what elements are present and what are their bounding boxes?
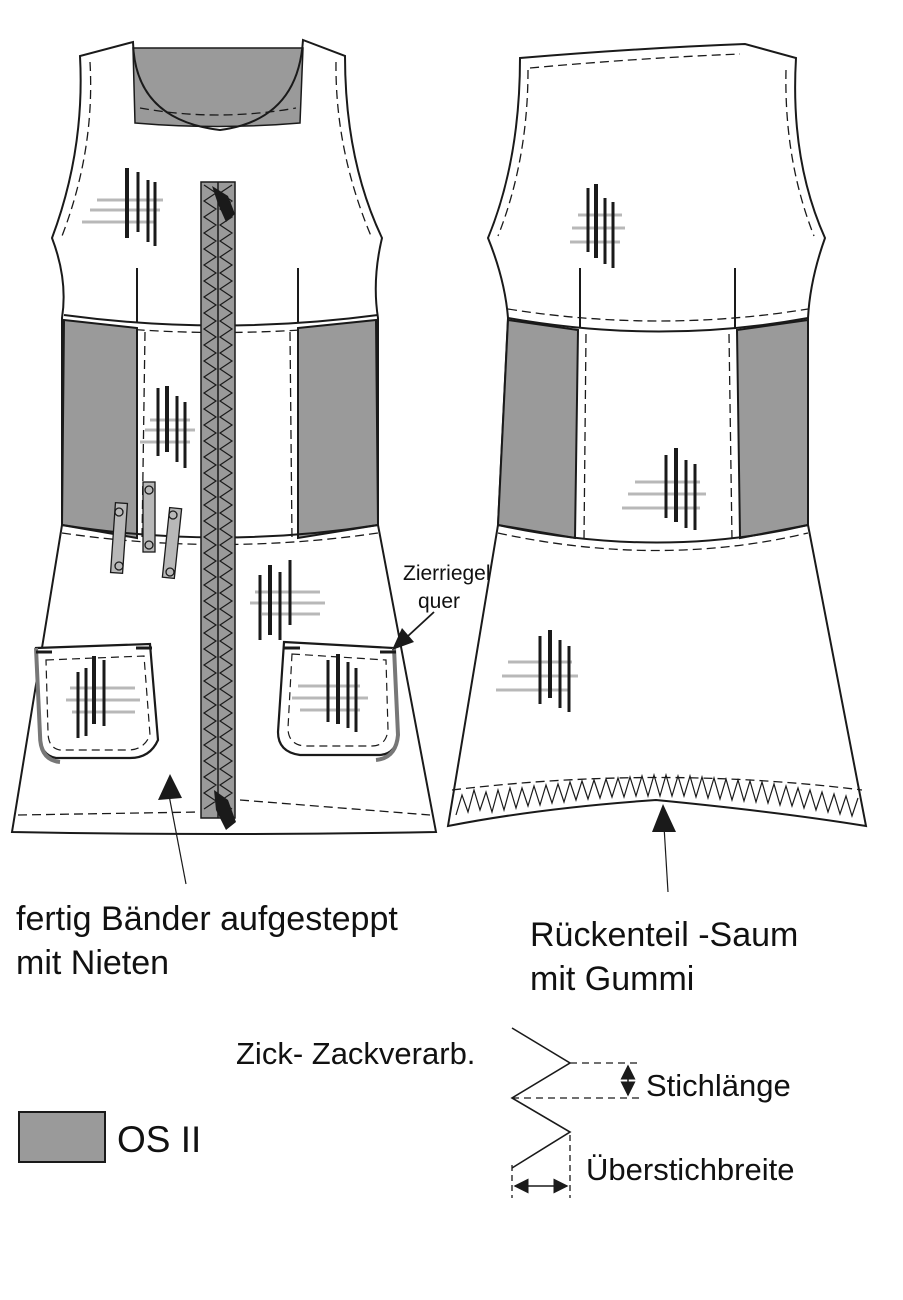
back-bodice-seam: [507, 317, 809, 333]
back-note-line-2: mit Gummi: [530, 960, 694, 998]
front-stitch-right: [335, 61, 372, 237]
back-dress-outline: [446, 42, 868, 828]
front-pocket-right-shadow: [375, 647, 401, 762]
front-os-panel-left: [60, 318, 138, 540]
front-panel-stitch-2: [289, 331, 293, 541]
rivet-icon: [165, 567, 175, 577]
zipper-pull-bottom-icon: [214, 790, 236, 830]
front-pocket-left-shadow: [34, 647, 61, 764]
front-dress: [10, 38, 438, 835]
back-os-panel-right: [735, 318, 809, 540]
front-note-line-1: fertig Bänder aufgesteppt: [16, 900, 398, 938]
back-panel-stitch-1: [583, 333, 587, 541]
stripe-motif: [140, 386, 195, 468]
back-dress: [446, 42, 868, 828]
front-hem-stitch-r: [239, 799, 431, 816]
front-hem-stitch: [17, 811, 201, 816]
rivet-icon: [144, 540, 154, 550]
front-stripe-motifs: [66, 168, 368, 738]
zierriegel-callout: Zierriegel quer: [392, 562, 491, 650]
zigzag-diagram: [510, 1027, 640, 1198]
stripe-motif: [292, 654, 368, 732]
back-panel-stitch-2: [728, 333, 733, 541]
front-stitch-left: [61, 61, 92, 237]
legend: OS II: [18, 1111, 201, 1163]
stripe-motif: [570, 184, 625, 268]
overstitch-width-label: Überstichbreite: [586, 1152, 794, 1187]
rivet-strap-3: [161, 506, 183, 580]
back-bodice-stitch: [507, 308, 809, 322]
front-pocket-left-stitch: [45, 655, 151, 751]
back-neck-stitch: [529, 53, 741, 69]
legend-label: OS II: [117, 1119, 201, 1160]
back-os-panel-left: [496, 318, 580, 540]
front-os-panel-right: [297, 318, 380, 540]
stripe-motif: [82, 168, 163, 246]
front-pocket-right-stitch: [287, 653, 389, 747]
back-note-callout: Rückenteil -Saum mit Gummi: [530, 804, 798, 998]
rivet-strap-2: [142, 481, 156, 553]
rivet-icon: [114, 507, 124, 517]
back-waist-stitch: [497, 532, 809, 552]
back-note-leader: [663, 825, 669, 893]
arrow-icon: [652, 804, 676, 832]
stripe-motif: [496, 630, 578, 712]
back-stripe-motifs: [496, 184, 706, 712]
back-note-line-1: Rückenteil -Saum: [530, 916, 798, 954]
back-waist-seam: [497, 524, 809, 544]
front-stitch-neck: [139, 107, 297, 116]
front-note-callout: fertig Bänder aufgesteppt mit Nieten: [16, 774, 398, 982]
stitch-length-label: Stichlänge: [646, 1068, 791, 1103]
zipper-zigzag-left: [202, 184, 218, 810]
front-note-leader: [167, 789, 187, 885]
back-stitch-right: [785, 69, 815, 237]
zigzag-title: Zick- Zackverarb.: [236, 1036, 475, 1071]
zierriegel-label-1: Zierriegel: [403, 562, 491, 585]
front-note-line-2: mit Nieten: [16, 944, 169, 982]
zipper-zigzag-right: [218, 184, 234, 810]
legend-swatch: [18, 1111, 106, 1163]
front-neck-facing: [132, 47, 304, 128]
zierriegel-label-2: quer: [418, 590, 460, 613]
zipper-pull-top-icon: [212, 186, 235, 222]
stripe-motif: [66, 656, 140, 738]
back-stitch-left: [497, 69, 529, 237]
rivet-icon: [144, 485, 154, 495]
arrow-icon: [392, 628, 414, 650]
back-hem-elastic: [455, 772, 859, 818]
stripe-motif: [622, 448, 706, 530]
rivet-strap-1: [109, 501, 129, 575]
back-hem-stitch: [451, 776, 863, 791]
rivet-straps: [109, 481, 183, 580]
rivet-icon: [114, 561, 124, 571]
zierriegel-leader: [407, 611, 435, 637]
stripe-motif: [250, 560, 325, 640]
rivet-icon: [168, 510, 178, 520]
arrow-icon: [158, 774, 182, 800]
